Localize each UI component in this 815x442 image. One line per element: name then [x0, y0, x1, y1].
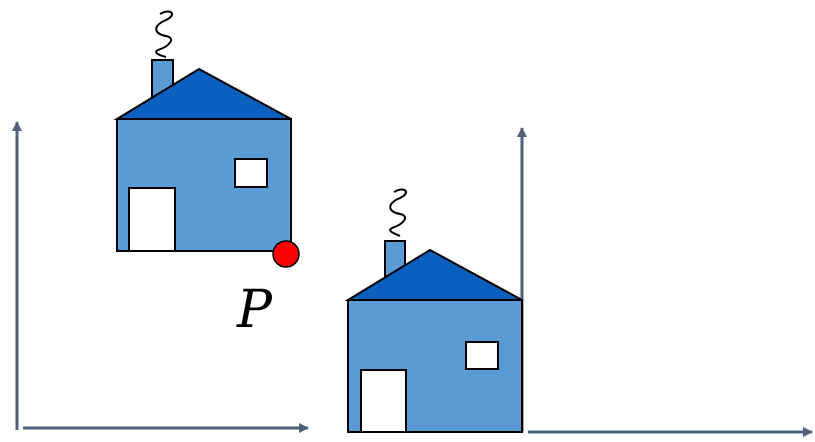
smoke-icon	[155, 10, 174, 58]
house-original: P	[113, 10, 300, 340]
left-axes	[12, 121, 309, 433]
smoke-icon	[389, 188, 408, 237]
house-transformed	[344, 188, 523, 433]
door	[128, 187, 176, 252]
right-axes	[517, 127, 813, 437]
roof	[113, 67, 292, 120]
door	[360, 369, 407, 433]
window	[465, 341, 499, 370]
point-p-label: P	[236, 280, 273, 340]
roof	[344, 248, 523, 301]
window	[234, 158, 268, 188]
point-p-marker	[272, 240, 300, 268]
